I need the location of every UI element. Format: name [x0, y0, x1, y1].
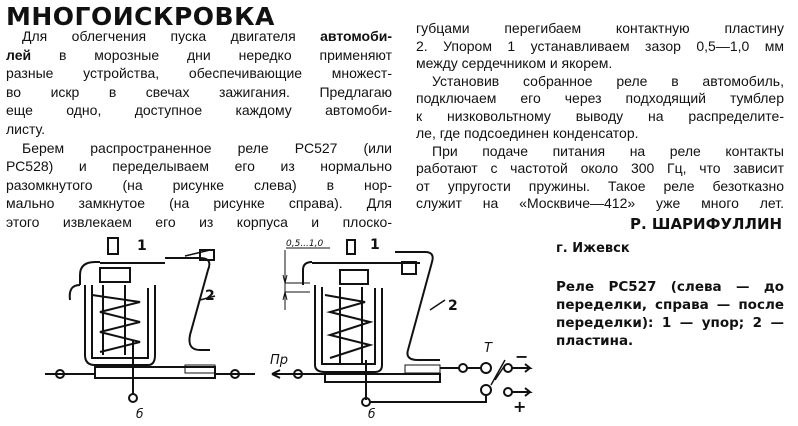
coil: [324, 294, 374, 359]
label-ground: б: [136, 407, 144, 421]
text-line: Берем распространенное реле РС527 (или: [22, 139, 392, 156]
label-1: 1: [137, 238, 147, 254]
toggle-label: Т: [484, 341, 493, 356]
text-line: подключаем его через подходящий тумблер: [416, 90, 784, 106]
text-line: ле, где подсоединен конденсатор.: [416, 125, 639, 141]
text-line: служит на «Москвиче—412» уже много лет.: [416, 195, 784, 211]
text-line: разомкнутого (на рисунке слева) в нор-: [6, 176, 392, 193]
caption-line: Реле РС527 (слева — до: [556, 279, 784, 295]
text-line: 2. Упором 1 устанавливаем зазор 0,5—1,0 …: [416, 37, 784, 54]
insulator: [184, 364, 216, 374]
plus-label: +: [513, 397, 526, 416]
left-column: Для облегчения пуска двигателя автомоби-…: [6, 27, 392, 232]
caption-line: переделки, справа — после: [556, 297, 784, 313]
caption-line: пластина.: [556, 333, 634, 349]
coil: [91, 294, 141, 353]
text-line: лей в морозные дни нередко применяют: [6, 46, 392, 63]
stop-1: [346, 239, 356, 255]
text-line: РС528) и переделываем его из нормально: [6, 158, 392, 175]
toggle-switch: [490, 359, 506, 386]
stop-1: [107, 237, 119, 255]
minus-label: −: [515, 347, 528, 366]
caption-line: переделки): 1 — упор; 2 —: [556, 315, 784, 331]
text-line: Установив собранное реле в автомобиль,: [432, 72, 784, 89]
text-line: еще одно, доступное каждому автомоби-: [6, 102, 392, 119]
insulator: [404, 364, 441, 374]
text-line: между сердечником и якорем.: [416, 55, 613, 71]
right-column: губцами перегибаем контактную пластину 2…: [416, 20, 784, 213]
text-line: листу.: [6, 120, 46, 137]
text-line: к низковольтному выводу на распределите-: [416, 107, 784, 124]
author-city: г. Ижевск: [556, 241, 630, 256]
text-line: губцами перегибаем контактную пластину: [416, 20, 784, 36]
text-line: этого извлекаем его из корпуса и плоско-: [6, 213, 392, 230]
text-line: Для облегчения пуска двигателя автомоби-: [22, 28, 392, 44]
core-top: [99, 267, 131, 283]
label-2: 2: [205, 288, 215, 304]
label-2: 2: [448, 298, 458, 314]
text-line: работают с частотой около 300 Гц, что за…: [416, 160, 784, 176]
figure-caption: Реле РС527 (слева — до переделки, справа…: [556, 278, 784, 350]
text-line: При подаче питания на реле контакты: [432, 142, 784, 159]
author-signature: Р. ШАРИФУЛЛИН: [630, 215, 783, 233]
text-line: во искр в свечах зажигания. Предлагаю: [6, 83, 392, 100]
text-line: от упругости пружины. Такое реле безотка…: [416, 177, 784, 194]
distributor-label: Пр: [270, 353, 288, 368]
plate-2: [395, 251, 440, 361]
relay-before-diagram: [45, 237, 255, 403]
relay-after-diagram: [271, 239, 533, 407]
label-ground: б: [368, 407, 376, 421]
text-line: разные устройства, обеспечивающие множес…: [6, 65, 392, 82]
label-1: 1: [370, 237, 380, 253]
text-line: мально замкнутое (на рисунке справа). Дл…: [6, 195, 392, 212]
plate-2: [165, 257, 211, 351]
gap-label: 0,5...1,0: [286, 239, 323, 249]
article-title: МНОГОИСКРОВКА: [6, 2, 275, 31]
